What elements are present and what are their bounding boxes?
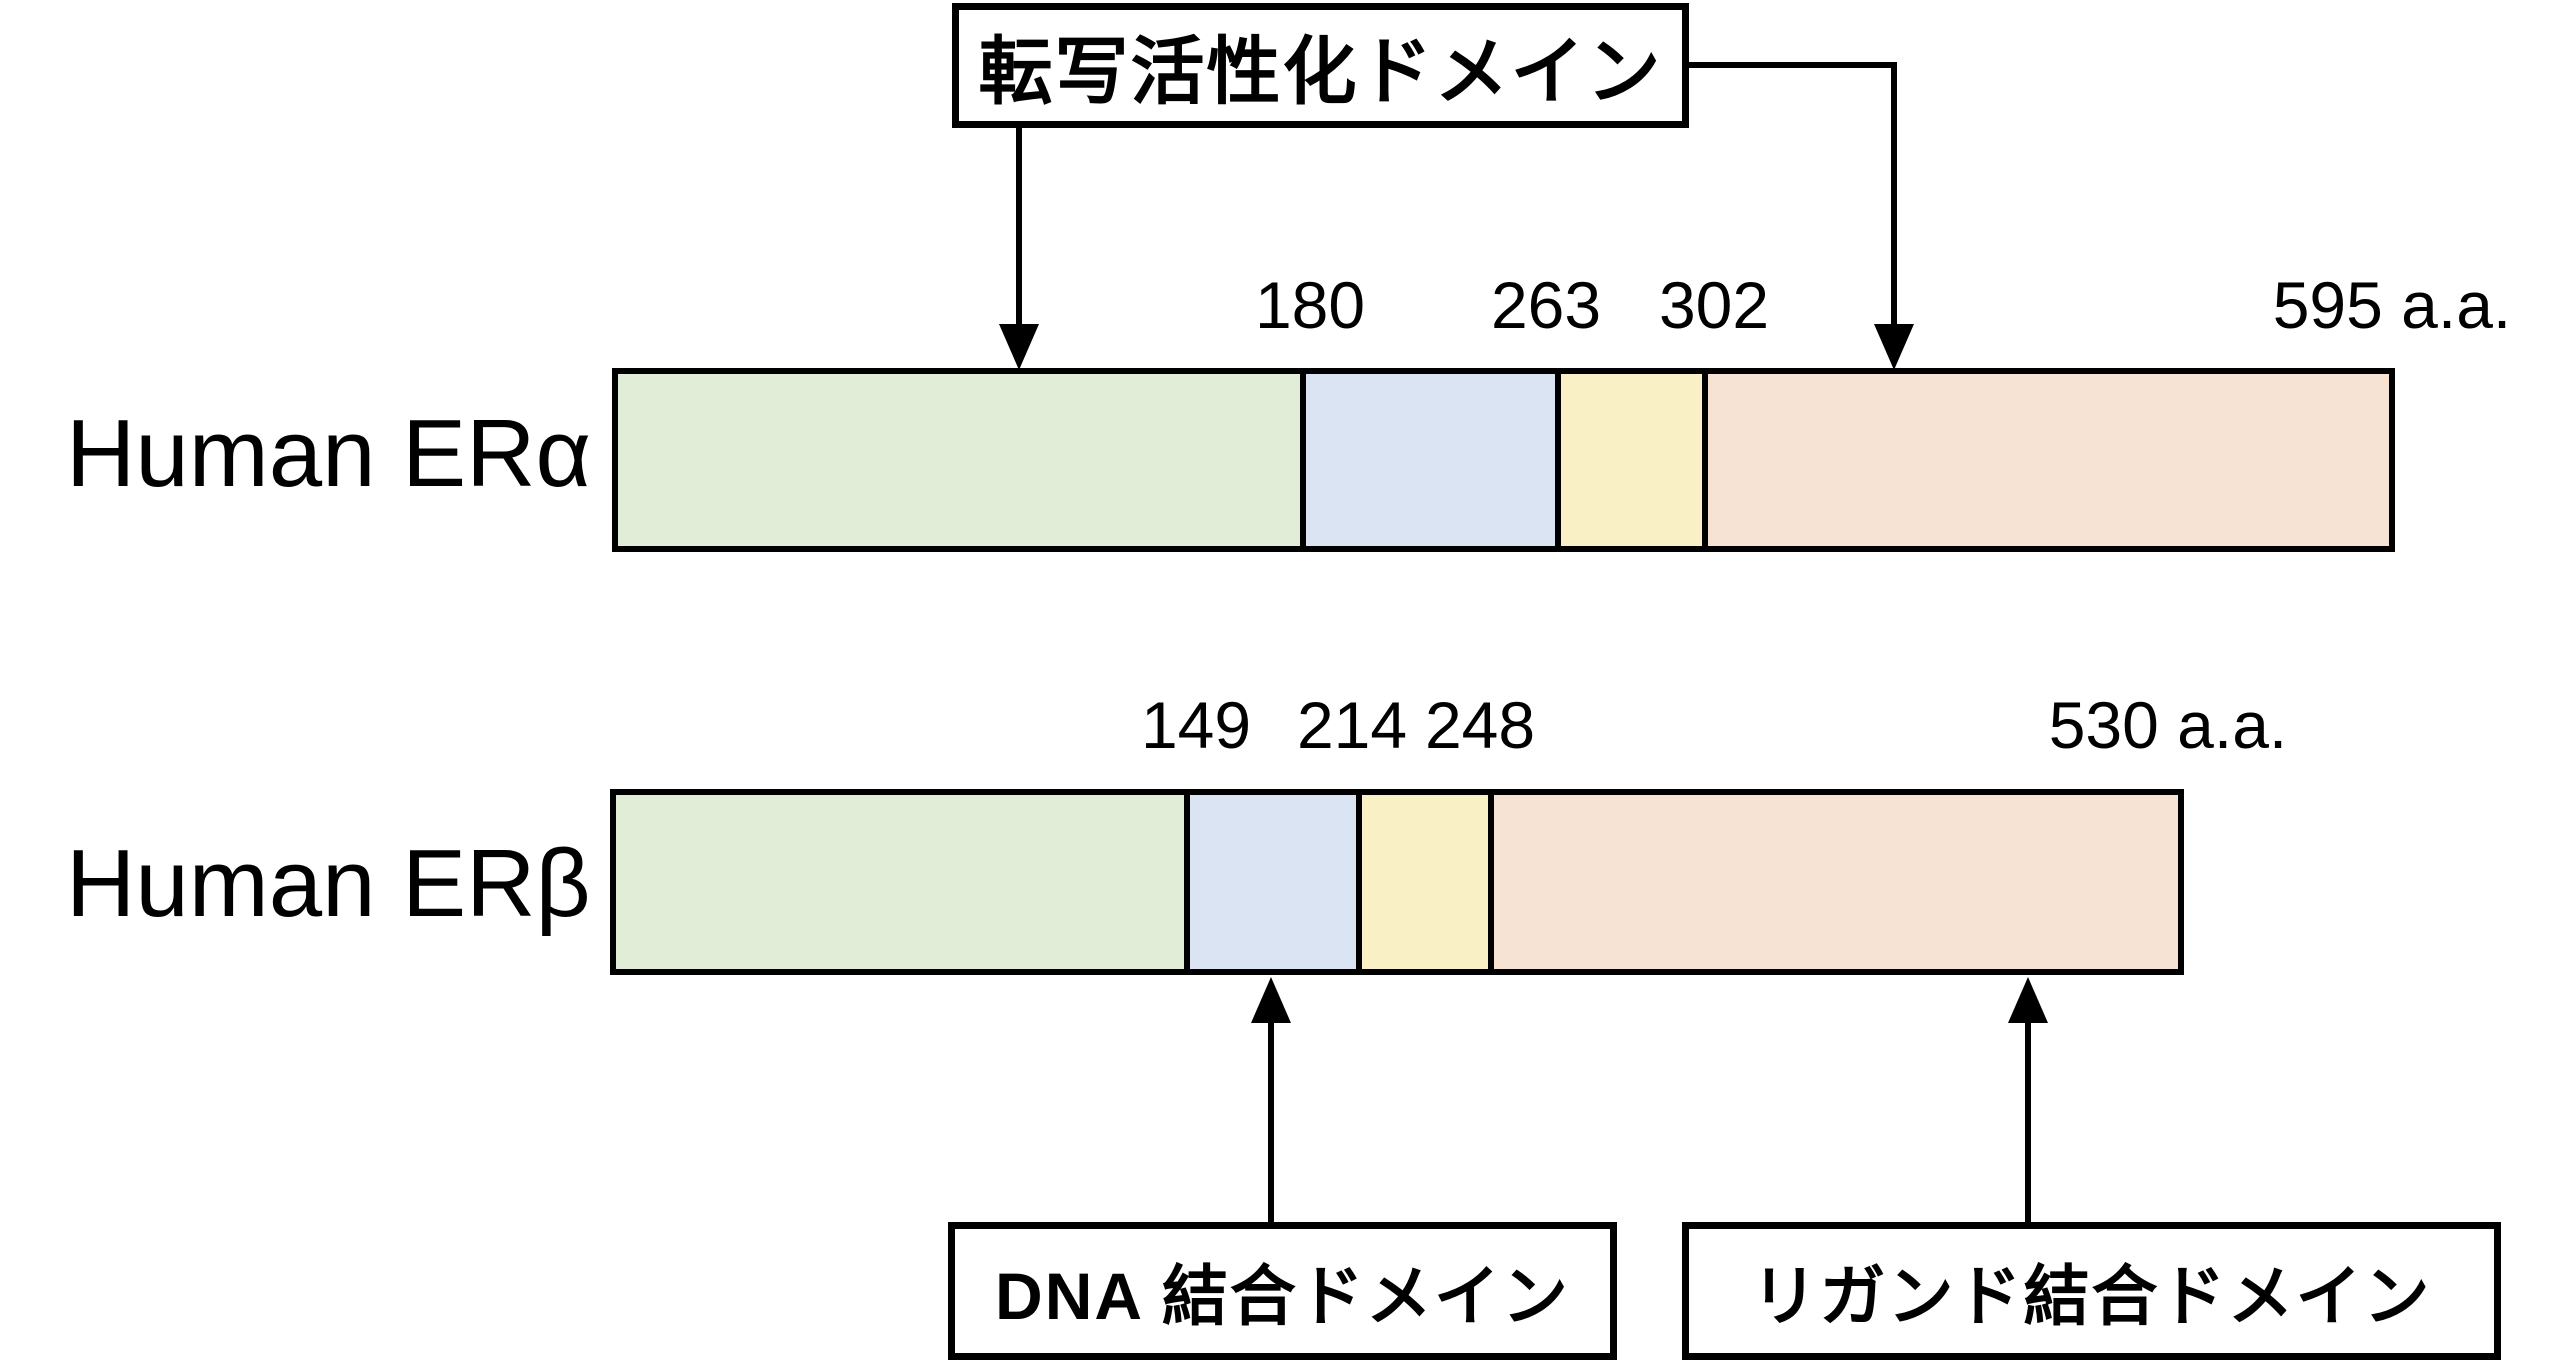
transactivation-arrow-left-line — [1016, 128, 1022, 326]
era-segment-lbd — [1702, 374, 2389, 546]
era-boundary-label-1: 180 — [1254, 268, 1366, 342]
era-boundary-label-2: 263 — [1490, 268, 1602, 342]
dna-binding-callout-label: DNA 結合ドメイン — [995, 1259, 1570, 1333]
era-length-label: 595 a.a. — [2272, 268, 2512, 342]
dna-binding-arrow-head — [1251, 977, 1291, 1023]
erb-boundary-label-2: 214 — [1296, 688, 1408, 762]
erb-bar — [610, 789, 2184, 975]
era-boundary-label-3: 302 — [1658, 268, 1770, 342]
erb-boundary-label-1: 149 — [1140, 688, 1252, 762]
transactivation-arrow-right-head — [1874, 324, 1914, 370]
ligand-binding-arrow-line — [2025, 1021, 2031, 1222]
protein-name-erb: Human ERβ — [66, 830, 591, 937]
ligand-binding-callout-box: リガンド結合ドメイン — [1682, 1222, 2501, 1360]
transactivation-arrow-left-head — [999, 324, 1039, 370]
erb-segment-dbd — [1184, 795, 1356, 969]
ligand-binding-arrow-head — [2008, 977, 2048, 1023]
transactivation-arrow-right-vline — [1891, 62, 1897, 326]
ligand-binding-callout-label: リガンド結合ドメイン — [1751, 1259, 2432, 1333]
era-segment-hinge — [1555, 374, 1702, 546]
transactivation-arrow-right-hline — [1689, 62, 1897, 68]
era-bar — [612, 368, 2395, 552]
dna-binding-arrow-line — [1268, 1021, 1274, 1222]
erb-segment-hinge — [1356, 795, 1488, 969]
dna-binding-callout-box: DNA 結合ドメイン — [948, 1222, 1617, 1360]
erb-segment-af1 — [616, 795, 1184, 969]
erb-boundary-label-3: 248 — [1424, 688, 1536, 762]
transactivation-callout-label: 転写活性化ドメイン — [978, 30, 1663, 113]
era-segment-dbd — [1300, 374, 1555, 546]
era-segment-af1 — [618, 374, 1300, 546]
transactivation-callout-box: 転写活性化ドメイン — [952, 3, 1689, 128]
erb-segment-lbd — [1488, 795, 2178, 969]
protein-name-era: Human ERα — [66, 400, 591, 507]
erb-length-label: 530 a.a. — [2048, 688, 2288, 762]
